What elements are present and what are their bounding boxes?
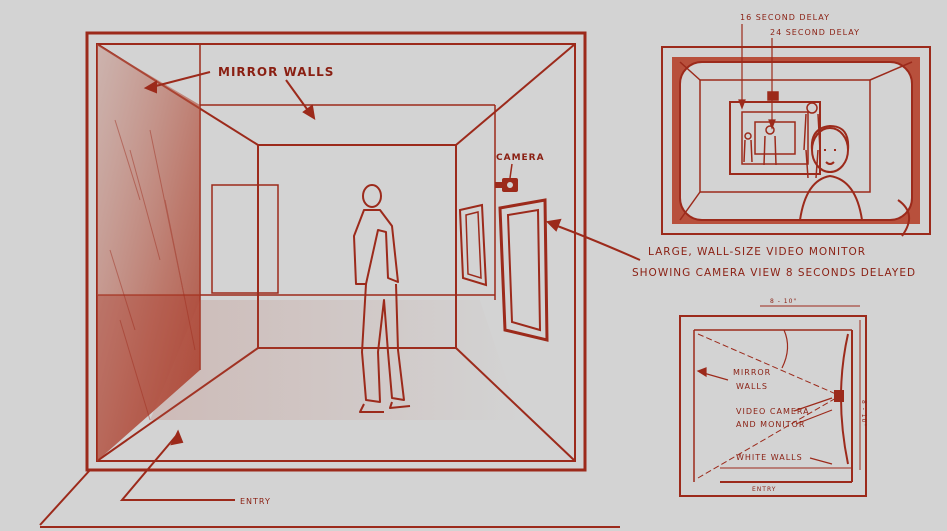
plan-camera-line2: AND MONITOR (736, 420, 805, 429)
plan-pointers (698, 330, 832, 464)
plan-white-walls: WHITE WALLS (736, 453, 803, 462)
camera-label: CAMERA (496, 153, 545, 163)
plan-dim-width: 8 - 10" (770, 298, 797, 305)
mirror-walls-label: MIRROR WALLS (218, 65, 334, 79)
plan-mirror-walls-line2: WALLS (736, 382, 768, 391)
plan-camera-line1: VIDEO CAMERA (736, 407, 810, 416)
plan-mirror-walls-line1: MIRROR (733, 368, 771, 377)
entry-label: ENTRY (240, 497, 271, 506)
plan-camera-icon (834, 390, 844, 402)
reflected-door (212, 185, 278, 293)
plan-dim-depth: 8 - 10" (860, 400, 867, 427)
monitor-view-inset (662, 47, 930, 234)
plan-entry: ENTRY (752, 486, 776, 493)
delay-16-label: 16 SECOND DELAY (740, 13, 830, 22)
entry-pointer (40, 432, 235, 525)
edge-top-right (456, 44, 575, 145)
monitor-caption-line1: LARGE, WALL-SIZE VIDEO MONITOR (648, 246, 866, 258)
camera-icon (495, 178, 518, 192)
monitor-screen (680, 62, 912, 220)
floor-shading (150, 300, 520, 420)
delay-24-label: 24 SECOND DELAY (770, 28, 860, 37)
monitor-caption-line2: SHOWING CAMERA VIEW 8 SECONDS DELAYED (632, 267, 916, 279)
